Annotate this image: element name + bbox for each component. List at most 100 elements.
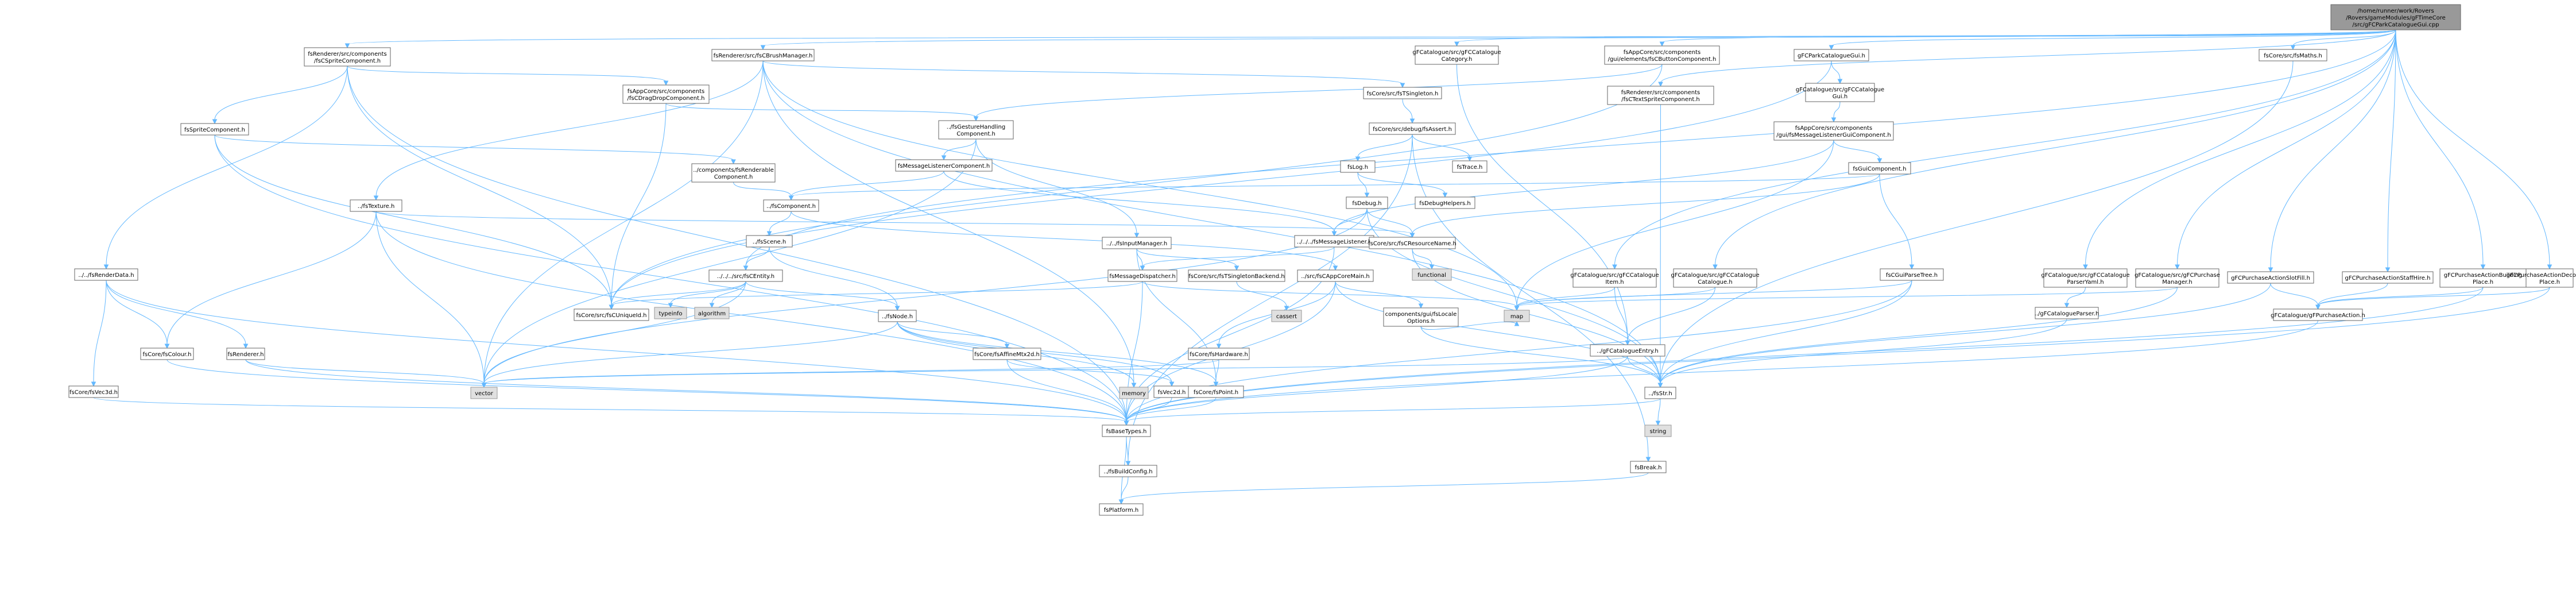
- graph-node-fsDebug-h[interactable]: fsDebug.h: [1346, 196, 1388, 209]
- graph-node-dragDropComponent-h[interactable]: fsAppCore/src/components/fsCDragDropComp…: [622, 84, 710, 104]
- graph-node-messageListenerComponent-h[interactable]: fsMessageListenerComponent.h: [895, 159, 993, 172]
- edge-path: [93, 397, 1127, 422]
- node-label: fsLog.h: [1347, 164, 1368, 171]
- edge-arrowhead: [2083, 264, 2088, 270]
- graph-node-fsResourceName-h[interactable]: fsCore/src/fsCResourceName.h: [1368, 237, 1456, 249]
- graph-node-fsTSingleton-h[interactable]: fsCore/src/fsTSingleton.h: [1363, 87, 1442, 99]
- graph-node-root[interactable]: /home/runner/work/Rovers/Rovers/gameModu…: [2330, 4, 2461, 30]
- node-label: fsSpriteComponent.h: [184, 127, 245, 133]
- graph-node-parkCatalogueGui-h[interactable]: gFCParkCatalogueGui.h: [1793, 49, 1869, 61]
- graph-node-fsBreak-h[interactable]: fsBreak.h: [1630, 461, 1667, 473]
- node-box: [1340, 160, 1376, 173]
- node-label: fsMessageListenerComponent.h: [898, 163, 990, 169]
- graph-node-fsLog-h[interactable]: fsLog.h: [1340, 160, 1376, 173]
- edge-path: [1335, 281, 1661, 384]
- node-label: fsCore/src/fsTSingleton.h: [1367, 91, 1439, 97]
- dependency-edge: [481, 60, 764, 388]
- graph-node-brushManager-h[interactable]: fsRenderer/src/fsCBrushManager.h: [711, 49, 815, 61]
- graph-node-cassert: cassert: [1271, 310, 1302, 322]
- graph-node-fsCorePoint-h[interactable]: fsCore/fsPoint.h: [1188, 385, 1244, 398]
- edge-arrowhead: [668, 303, 673, 308]
- graph-node-fsMaths-h[interactable]: fsCore/src/fsMaths.h: [2259, 49, 2327, 61]
- graph-node-fsVec2d-h[interactable]: fsVec2d.h: [1153, 385, 1190, 398]
- graph-node-fsEntity-h[interactable]: ../../../src/fsCEntity.h: [708, 269, 783, 282]
- graph-node-vector: vector: [470, 387, 498, 399]
- node-box: [746, 235, 793, 248]
- graph-node-fsAffineMtx2d-h[interactable]: fsCore/fsAffineMtx2d.h: [973, 348, 1041, 360]
- graph-node-fsPlatform-h[interactable]: fsPlatform.h: [1099, 503, 1144, 516]
- node-box: [1369, 237, 1456, 249]
- graph-node-fsRenderData-h[interactable]: ../../fsRenderData.h: [74, 268, 138, 281]
- edge-path: [1334, 208, 1368, 233]
- dependency-edge: [214, 134, 1129, 426]
- node-label: fsRenderer/src/components: [308, 51, 387, 57]
- node-box: [2342, 271, 2434, 284]
- node-label: /src/gFCParkCatalogueGui.cpp: [2352, 22, 2439, 28]
- graph-node-purchaseAction-h[interactable]: gFCatalogue/gFPurchaseAction.h: [2271, 308, 2365, 321]
- dependency-edge: [1833, 140, 1882, 164]
- dependency-edge: [1366, 208, 1415, 238]
- graph-node-fsSpriteComponent-h[interactable]: fsSpriteComponent.h: [180, 123, 249, 136]
- node-label: gFCatalogue/src/gFCCatalogue: [1671, 272, 1759, 279]
- edge-path: [665, 103, 977, 118]
- graph-node-purchaseActionDecorationPlace-h[interactable]: gFCPurchaseActionDecorationPlace.h: [2507, 268, 2576, 288]
- graph-node-fsRenderer-h[interactable]: fsRenderer.h: [226, 348, 265, 360]
- graph-node-fsComponent-h[interactable]: ../fsComponent.h: [763, 199, 819, 212]
- graph-node-buttonComponent-h[interactable]: fsAppCore/src/components/gui/elements/fs…: [1604, 45, 1720, 65]
- graph-node-fsTexture-h[interactable]: ../fsTexture.h: [350, 199, 402, 212]
- graph-node-purchaseActionSlotFill-h[interactable]: gFCPurchaseActionSlotFill.h: [2227, 271, 2314, 284]
- node-label: ../fsNode.h: [882, 314, 913, 320]
- edge-path: [611, 281, 1143, 306]
- graph-node-fsCAppCoreMain-h[interactable]: ../src/fsCAppCoreMain.h: [1297, 269, 1374, 282]
- graph-node-fsStr-h[interactable]: ../fsStr.h: [1644, 387, 1676, 399]
- edge-path: [2318, 283, 2388, 306]
- graph-node-fsTrace-h[interactable]: fsTrace.h: [1452, 160, 1488, 173]
- graph-node-purchaseActionStaffHire-h[interactable]: gFCPurchaseActionStaffHire.h: [2342, 271, 2434, 284]
- graph-node-fsVec3d-h[interactable]: fsCore/fsVec3d.h: [68, 385, 119, 398]
- edge-path: [791, 173, 1880, 197]
- graph-node-catalogueParser-h[interactable]: ../gFCatalogueParser.h: [2035, 307, 2099, 319]
- graph-node-fsDebugHelpers-h[interactable]: fsDebugHelpers.h: [1415, 196, 1475, 209]
- graph-node-fsCGuiParseTree-h[interactable]: fsCGuiParseTree.h: [1880, 268, 1944, 281]
- dependency-edge: [668, 281, 746, 308]
- graph-node-messageListenerGui-h[interactable]: fsAppCore/src/components/gui/fsMessageLi…: [1773, 121, 1894, 141]
- graph-node-catalogueEntry-h[interactable]: ../gFCatalogueEntry.h: [1590, 344, 1665, 357]
- dependency-edge: [1355, 134, 1413, 162]
- dependency-edge: [1658, 29, 2396, 87]
- graph-node-fsCUniqueId-h[interactable]: fsCore/src/fsCUniqueId.h: [574, 308, 649, 321]
- edge-path: [611, 103, 667, 306]
- graph-node-fsInputManager-h[interactable]: ../../fsInputManager.h: [1102, 237, 1172, 249]
- node-label: Options.h: [1407, 318, 1435, 325]
- graph-node-textSpriteComponent-h[interactable]: fsRenderer/src/components/fsCTextSpriteC…: [1607, 86, 1714, 105]
- edge-path: [1660, 280, 1912, 384]
- edge-path: [214, 134, 734, 161]
- edge-path: [1715, 29, 2396, 266]
- graph-node-fsHardware-h[interactable]: fsCore/fsHardware.h: [1188, 348, 1250, 360]
- graph-node-fsColour-h[interactable]: fsCore/fsColour.h: [140, 348, 194, 360]
- dependency-edge: [214, 134, 614, 310]
- graph-node-fsAssert-h[interactable]: fsCore/src/debug/fsAssert.h: [1369, 122, 1456, 135]
- graph-node-fsScene-h[interactable]: ../fsScene.h: [746, 235, 793, 248]
- graph-node-spriteComponent-h[interactable]: fsRenderer/src/components/fsCSpriteCompo…: [304, 47, 391, 67]
- graph-node-fsNode-h[interactable]: ../fsNode.h: [878, 310, 917, 322]
- graph-node-fsGuiComponent-h[interactable]: fsGuiComponent.h: [1848, 162, 1911, 175]
- edge-arrowhead: [1234, 265, 1239, 271]
- graph-node-fsBuildConfig-h[interactable]: ../fsBuildConfig.h: [1099, 465, 1157, 477]
- graph-node-memory: memory: [1119, 387, 1149, 399]
- node-label: fsPlatform.h: [1104, 507, 1138, 514]
- graph-node-fsBaseTypes-h[interactable]: fsBaseTypes.h: [1102, 425, 1151, 437]
- graph-node-fsMessageDispatcher-h[interactable]: fsMessageDispatcher.h: [1107, 269, 1177, 282]
- edge-arrowhead: [1364, 192, 1370, 198]
- graph-node-fsTSingletonBackend-h[interactable]: fsCore/src/fsTSingletonBackend.h: [1188, 269, 1285, 282]
- graph-node-fsMessageListener-h[interactable]: ../../../fsMessageListener.h: [1294, 235, 1374, 248]
